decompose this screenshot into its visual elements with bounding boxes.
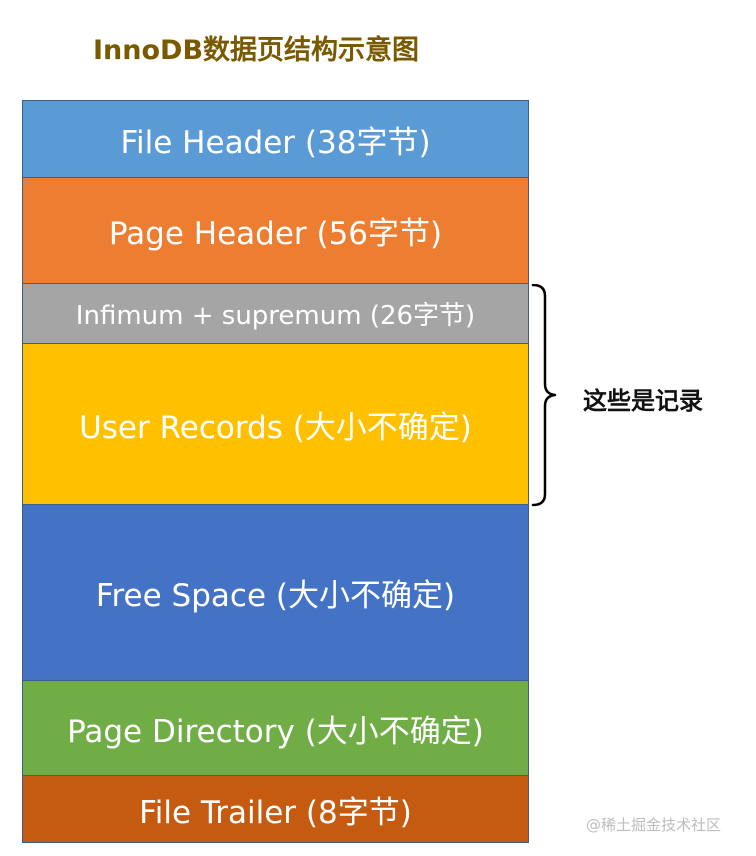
diagram-title: InnoDB数据页结构示意图 <box>93 35 420 66</box>
brace-label: 这些是记录 <box>583 387 703 415</box>
records-brace <box>531 284 557 507</box>
watermark: @稀土掘金技术社区 <box>586 816 722 834</box>
segment-page-directory: Page Directory (大小不确定) <box>22 681 529 776</box>
segment-file-header: File Header (38字节) <box>22 100 529 178</box>
segment-page-header: Page Header (56字节) <box>22 178 529 284</box>
segment-user-records: User Records (大小不确定) <box>22 344 529 505</box>
segment-infimum-supremum: Infimum + supremum (26字节) <box>22 284 529 344</box>
segment-free-space: Free Space (大小不确定) <box>22 505 529 681</box>
segment-file-trailer: File Trailer (8字节) <box>22 776 529 843</box>
page-structure-stack: File Header (38字节) Page Header (56字节) In… <box>22 100 529 843</box>
